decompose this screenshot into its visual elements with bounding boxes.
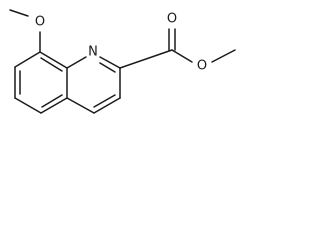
bond-c8a-n xyxy=(66,56,87,69)
bond-n-c2-inner xyxy=(99,62,116,73)
bond-c8a-c8-inner xyxy=(40,57,63,72)
ring-nitrogen-label: N xyxy=(88,45,98,60)
bond-c2-carbonyl-carbon xyxy=(119,49,173,69)
bond-c8a-c8 xyxy=(39,51,68,69)
bond-c5-c4a xyxy=(40,97,68,114)
molecule-structure: O N O O xyxy=(9,9,236,114)
ester-oxygen-label: O xyxy=(197,59,207,74)
bond-c5-c4a-inner xyxy=(41,94,63,108)
bond-c3-c4-inner xyxy=(93,94,116,108)
carbonyl-oxygen-label: O xyxy=(167,12,177,27)
bond-methoxy-methyl xyxy=(9,9,29,17)
bond-c3-c4 xyxy=(93,97,121,114)
bond-c8-c7 xyxy=(14,51,41,68)
bond-c4-c4a xyxy=(66,97,95,114)
bond-ester-oxygen-methyl xyxy=(211,49,236,63)
bond-c6-c5 xyxy=(14,97,42,114)
bond-n-c2 xyxy=(99,56,121,69)
bond-carbonyl-carbon-ester-oxygen xyxy=(171,49,193,63)
methoxy-oxygen-label: O xyxy=(35,15,45,30)
